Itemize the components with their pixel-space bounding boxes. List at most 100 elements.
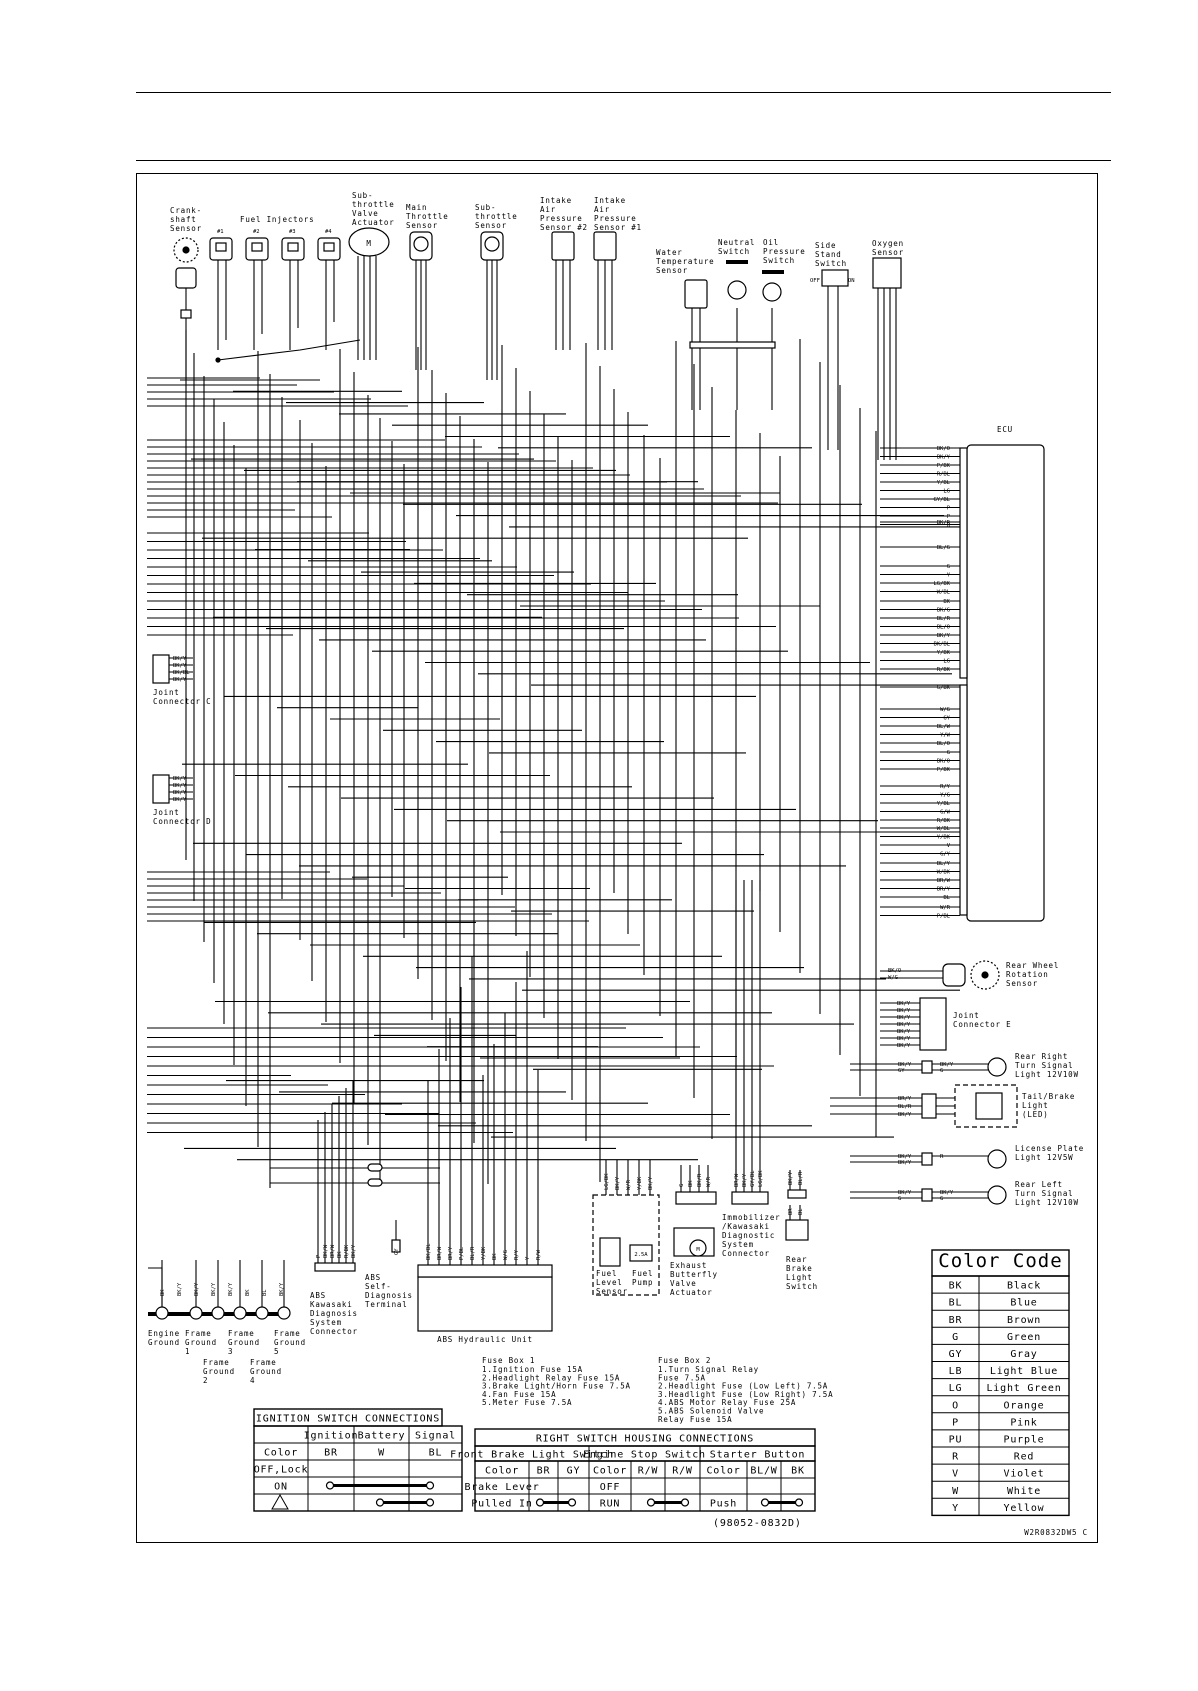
top-rule xyxy=(136,92,1111,93)
color-code-table-cell: Brown xyxy=(1007,1315,1041,1326)
side-stand-switch xyxy=(821,269,849,287)
ecu-box xyxy=(966,444,1045,922)
ignition-table-cell: Ignition xyxy=(304,1431,359,1442)
abs-diagnosis-label: ABS xyxy=(310,1291,326,1300)
neutral-ground-hatch xyxy=(726,260,748,264)
ground-wire-label: BL xyxy=(262,1289,268,1296)
rear-light-wire-label: BK/Y xyxy=(898,1190,912,1196)
connection-node xyxy=(375,1498,385,1507)
color-code-table-cell: BR xyxy=(949,1315,963,1326)
ecu-pin-label: BK/BL xyxy=(933,642,950,648)
fuse-box-1-item: 2.Headlight Relay Fuse 15A xyxy=(482,1373,620,1382)
rear-light-wire-label: BK/Y xyxy=(898,1160,912,1166)
joint-wire-label: BK/Y xyxy=(173,797,187,803)
main-throttle-label: Throttle xyxy=(406,212,449,221)
color-code-table-cell: BK xyxy=(949,1281,963,1292)
immobilizer-label: System xyxy=(722,1240,754,1249)
right-switch-table-cell: Brake Lever xyxy=(464,1482,539,1493)
fuel-level-label: Sensor xyxy=(596,1287,628,1296)
exhaust-wire-label: BK xyxy=(688,1180,694,1187)
warning-triangle-icon xyxy=(271,1493,289,1510)
rear-wheel-sensor-connector xyxy=(942,963,966,987)
rear-brake-label: Switch xyxy=(786,1282,818,1291)
injector-number: #3 xyxy=(289,229,296,235)
abs-hydraulic-unit xyxy=(417,1276,553,1332)
right-switch-table-cell: Color xyxy=(485,1466,519,1477)
ecu-pin-label: W/BL xyxy=(937,590,951,596)
joint-wire-label: BK/BL xyxy=(173,670,190,676)
crankshaft-sensor-core xyxy=(182,246,190,254)
ecu-pin-label: P/BK xyxy=(937,463,951,469)
tail-brake-label: Tail/Brake xyxy=(1022,1092,1075,1101)
color-code-table-cell: Pink xyxy=(1010,1417,1037,1428)
ground-terminal xyxy=(155,1306,169,1320)
fuel-level-label: Level xyxy=(596,1278,623,1287)
engine-ground-label: Ground xyxy=(148,1338,180,1347)
side-stand-off: OFF xyxy=(810,278,820,284)
side-stand-label: Stand xyxy=(815,250,842,259)
frame-ground-2-label: 2 xyxy=(203,1376,208,1385)
license-plate-light-label: License Plate xyxy=(1015,1144,1084,1153)
fuse-box-2-item: 5.ABS Solenoid Valve xyxy=(658,1407,764,1416)
right-switch-table-cell: GY xyxy=(567,1466,581,1477)
ground-terminal xyxy=(255,1306,269,1320)
tail-brake-label: (LED) xyxy=(1022,1110,1049,1119)
abs-self-diagnosis-terminal xyxy=(391,1239,401,1253)
ecu-pin-label: G/Y xyxy=(940,852,951,858)
ecu-title: ECU xyxy=(997,425,1013,434)
frame-ground-5-label: Ground xyxy=(274,1338,306,1347)
rear-wheel-label: Sensor xyxy=(1006,979,1038,988)
main-throttle-dial xyxy=(413,236,429,252)
oxygen-sensor xyxy=(872,257,902,289)
abs-diag-wire-label: BK xyxy=(337,1251,343,1258)
water-temp-label: Water xyxy=(656,248,683,257)
ecu-pin-label: Y/BK xyxy=(937,650,951,656)
oil-ground-hatch xyxy=(762,270,784,274)
right-switch-groups-cell: Engine Stop Switch xyxy=(583,1450,706,1461)
abs-self-label: Self- xyxy=(365,1282,392,1291)
color-code-table-cell: O xyxy=(952,1400,959,1411)
ignition-table-cell: BR xyxy=(324,1448,338,1459)
ignition-table-cell: ON xyxy=(274,1482,288,1493)
drawing-id: W2R0832DW5 C xyxy=(1024,1528,1088,1537)
part-number: (98052-0832D) xyxy=(713,1518,802,1529)
rear-wheel-label: Rear Wheel xyxy=(1006,961,1059,970)
rear-light-wire-label: BK/Y xyxy=(898,1062,912,1068)
ecu-connector-b xyxy=(959,684,968,916)
fuel-injector-port xyxy=(323,242,335,252)
exhaust-wire-label: G xyxy=(679,1184,685,1187)
color-code-table-cell: P xyxy=(952,1417,959,1428)
fuse-box-2-item: 1.Turn Signal Relay xyxy=(658,1365,759,1374)
abs-unit-wire-label: R/W xyxy=(536,1249,542,1260)
abs-unit-wire-label: R/Y xyxy=(514,1249,520,1260)
right-switch-groups-cell: Starter Button xyxy=(710,1450,806,1461)
ecu-pin-label: P xyxy=(947,506,951,512)
rear-right-turn-signal xyxy=(987,1057,1007,1077)
joint-wire-label: BK/Y xyxy=(173,776,187,782)
abs-diag-wire-label: BK/Y xyxy=(351,1244,357,1258)
joint-e-wire-label: BK/Y xyxy=(897,1015,911,1021)
exhaust-label: Actuator xyxy=(670,1288,713,1297)
fuse-box-1-item: 1.Ignition Fuse 15A xyxy=(482,1365,583,1374)
connection-node xyxy=(680,1498,690,1507)
sensor-joint-bar xyxy=(689,341,776,349)
joint-e-wire-label: BK/Y xyxy=(897,1036,911,1042)
right-switch-table xyxy=(474,1460,816,1512)
fuel-injectors-label: Fuel Injectors xyxy=(240,215,314,224)
right-switch-table-cell: BR xyxy=(537,1466,551,1477)
rear-wheel-wire-label: BK/O xyxy=(888,968,901,974)
crankshaft-label: Sensor xyxy=(170,224,202,233)
water-temp-label: Temperature xyxy=(656,257,714,266)
immobilizer-wire-label: BK/Y xyxy=(742,1173,748,1187)
ecu-pin-label: LG/BK xyxy=(933,581,950,587)
neutral-switch xyxy=(727,280,747,300)
ecu-pin-label: BL/Y xyxy=(937,861,951,867)
right-switch-table-cell: Push xyxy=(710,1499,737,1510)
abs-diag-wire-label: BK/W xyxy=(323,1244,329,1258)
rear-light-wire-label: GY xyxy=(898,1068,905,1074)
abs-unit-wire-label: BR/W xyxy=(437,1246,443,1260)
ground-terminal xyxy=(211,1306,225,1320)
rear-left-turn-signal-label: Turn Signal xyxy=(1015,1189,1073,1198)
abs-diagnosis-label: Kawasaki xyxy=(310,1300,353,1309)
